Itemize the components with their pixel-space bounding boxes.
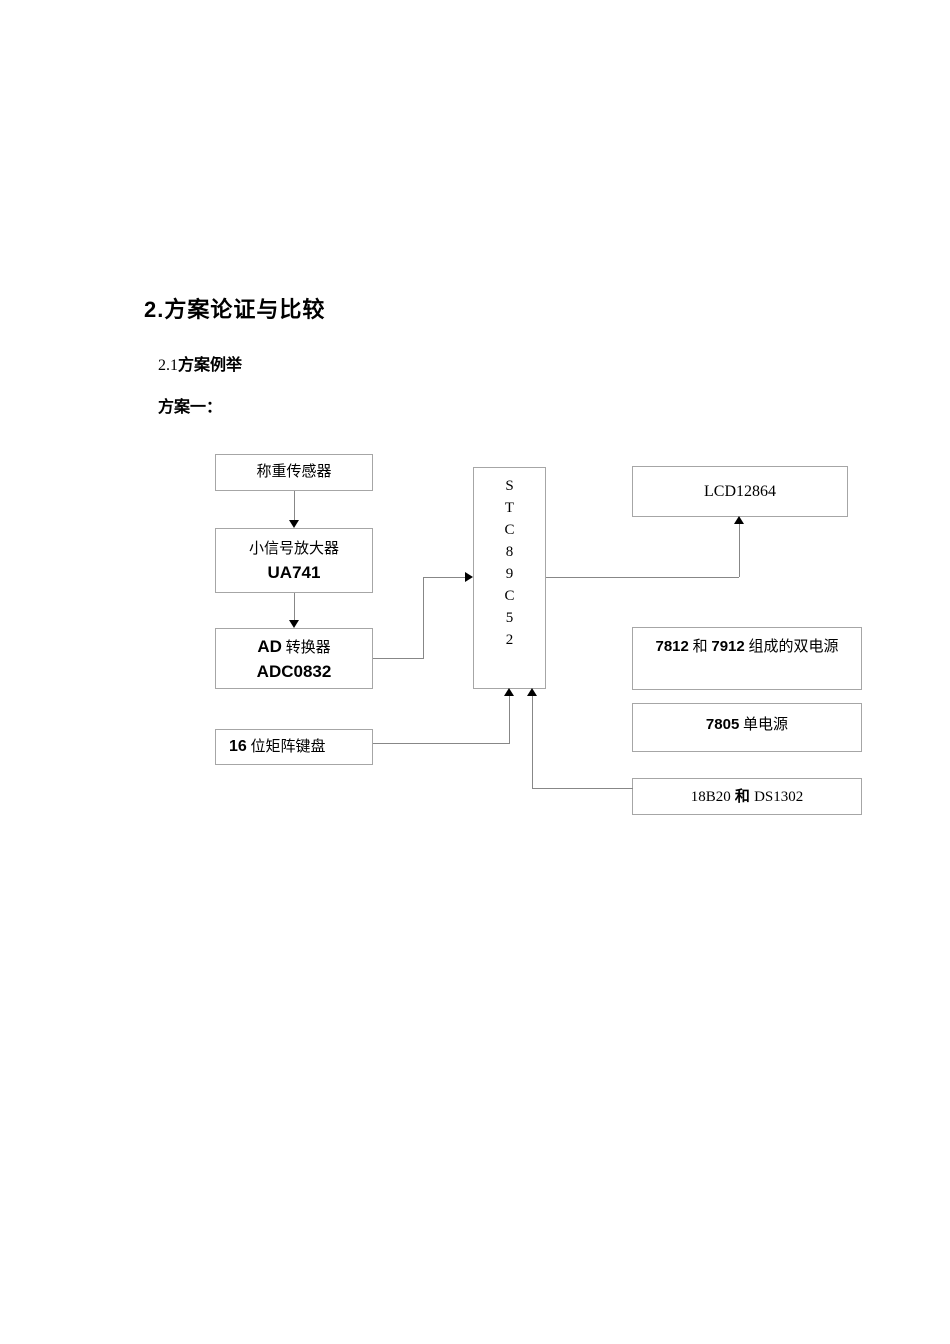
block-ad-converter: AD 转换器 ADC0832: [215, 628, 373, 689]
block-label-line2: UA741: [267, 563, 321, 582]
connector-adc-to-mcu: [373, 658, 423, 659]
block-weighing-sensor: 称重传感器: [215, 454, 373, 491]
subsection-heading: 2.1方案例举: [158, 351, 242, 375]
connector-amplifier-to-adc-arrowhead: [289, 620, 299, 628]
block-label-part: 位矩阵键盘: [246, 739, 326, 755]
connector-adc-to-mcu: [423, 578, 424, 659]
block-label-part: 和: [730, 788, 755, 805]
connector-keypad-to-mcu: [509, 696, 510, 743]
block-amplifier: 小信号放大器 UA741: [215, 528, 373, 593]
subsection-number: 2.1: [158, 357, 178, 374]
block-dual-power-supply: 7812 和 7912 组成的双电源: [632, 627, 862, 690]
block-label-part: 18B20: [690, 789, 731, 805]
connector-adc-to-mcu: [423, 577, 465, 578]
connector-amplifier-to-adc: [294, 593, 295, 621]
mcu-letter: C: [504, 588, 515, 604]
connector-rtc-to-mcu-arrowhead: [527, 688, 537, 696]
block-label-line2: ADC0832: [256, 662, 332, 681]
connector-rtc-to-mcu: [532, 788, 633, 789]
block-lcd12864: LCD12864: [632, 466, 848, 517]
connector-keypad-to-mcu-arrowhead: [504, 688, 514, 696]
section-heading: 2.方案论证与比较: [144, 297, 326, 322]
connector-sensor-to-amplifier-arrowhead: [289, 520, 299, 528]
block-label: 称重传感器: [256, 464, 332, 480]
mcu-letter: S: [505, 478, 514, 494]
connector-rtc-to-mcu: [532, 696, 533, 788]
block-label-part: 转换器: [281, 640, 331, 656]
connector-keypad-to-mcu: [373, 743, 510, 744]
mcu-letter: 9: [505, 566, 514, 582]
connector-mcu-to-lcd: [546, 577, 739, 578]
block-18b20-ds1302: 18B20 和 DS1302: [632, 778, 862, 815]
block-mcu-stc89c52: S T C 8 9 C 5 2: [473, 467, 546, 689]
block-label-part: 组成的双电源: [744, 639, 839, 655]
connector-adc-to-mcu-arrowhead: [465, 572, 473, 582]
block-label-part: DS1302: [754, 789, 804, 805]
block-label-part: 7805: [705, 716, 740, 733]
block-label: LCD12864: [704, 483, 776, 500]
block-label-line1: 小信号放大器: [248, 541, 339, 557]
mcu-letter: 5: [505, 610, 514, 626]
block-matrix-keypad: 16 位矩阵键盘: [215, 729, 373, 765]
connector-sensor-to-amplifier: [294, 491, 295, 521]
connector-mcu-to-lcd-arrowhead: [734, 516, 744, 524]
block-label-part: AD: [257, 637, 282, 656]
connector-mcu-to-lcd: [739, 524, 740, 577]
mcu-letter: 2: [505, 632, 514, 648]
block-label-part: 7912: [711, 638, 745, 655]
block-label-part: 和: [688, 639, 712, 655]
subsection-title: 方案例举: [178, 357, 243, 374]
mcu-letter: C: [504, 522, 515, 538]
block-label-part: 单电源: [739, 717, 789, 733]
block-label-part: 16: [229, 738, 247, 755]
block-label-line1: AD 转换器: [216, 635, 372, 660]
mcu-letter: 8: [505, 544, 514, 560]
mcu-letter: T: [504, 500, 515, 516]
scheme-label: 方案一：: [158, 399, 223, 416]
block-label-part: 7812: [655, 638, 689, 655]
block-single-power-supply: 7805 单电源: [632, 703, 862, 752]
